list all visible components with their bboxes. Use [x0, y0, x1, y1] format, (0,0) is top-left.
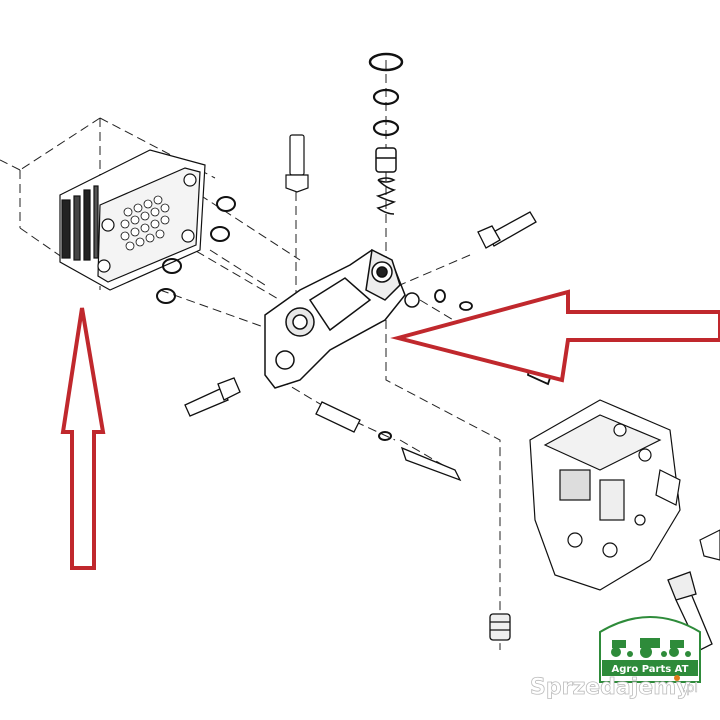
watermark-dot [674, 675, 680, 681]
bolt-lower-left [184, 377, 241, 417]
logo-band [602, 660, 698, 676]
agro-parts-logo: Agro Parts AT [599, 616, 701, 683]
oil-cooler [59, 149, 206, 291]
hydraulic-valve-block [529, 399, 720, 591]
sprzedajemy-watermark: Sprzedajemy .pl [530, 675, 699, 701]
tractor-icons [611, 638, 691, 658]
arrow-left-upper [390, 289, 720, 383]
relief-valve-assembly [368, 52, 404, 215]
lower-pins [315, 401, 462, 482]
o-rings-cooler [156, 196, 236, 304]
arrow-up [60, 307, 106, 570]
watermark-text: Sprzedajemy [530, 675, 691, 700]
cooler-housing [264, 248, 420, 389]
watermark-suffix: .pl [682, 681, 698, 696]
bolt-right-upper [477, 211, 537, 249]
cooler-fin-holes [120, 195, 170, 251]
logo-text: Agro Parts AT [612, 664, 689, 675]
fitting-bottom [489, 571, 713, 651]
bolt-top [285, 134, 309, 193]
